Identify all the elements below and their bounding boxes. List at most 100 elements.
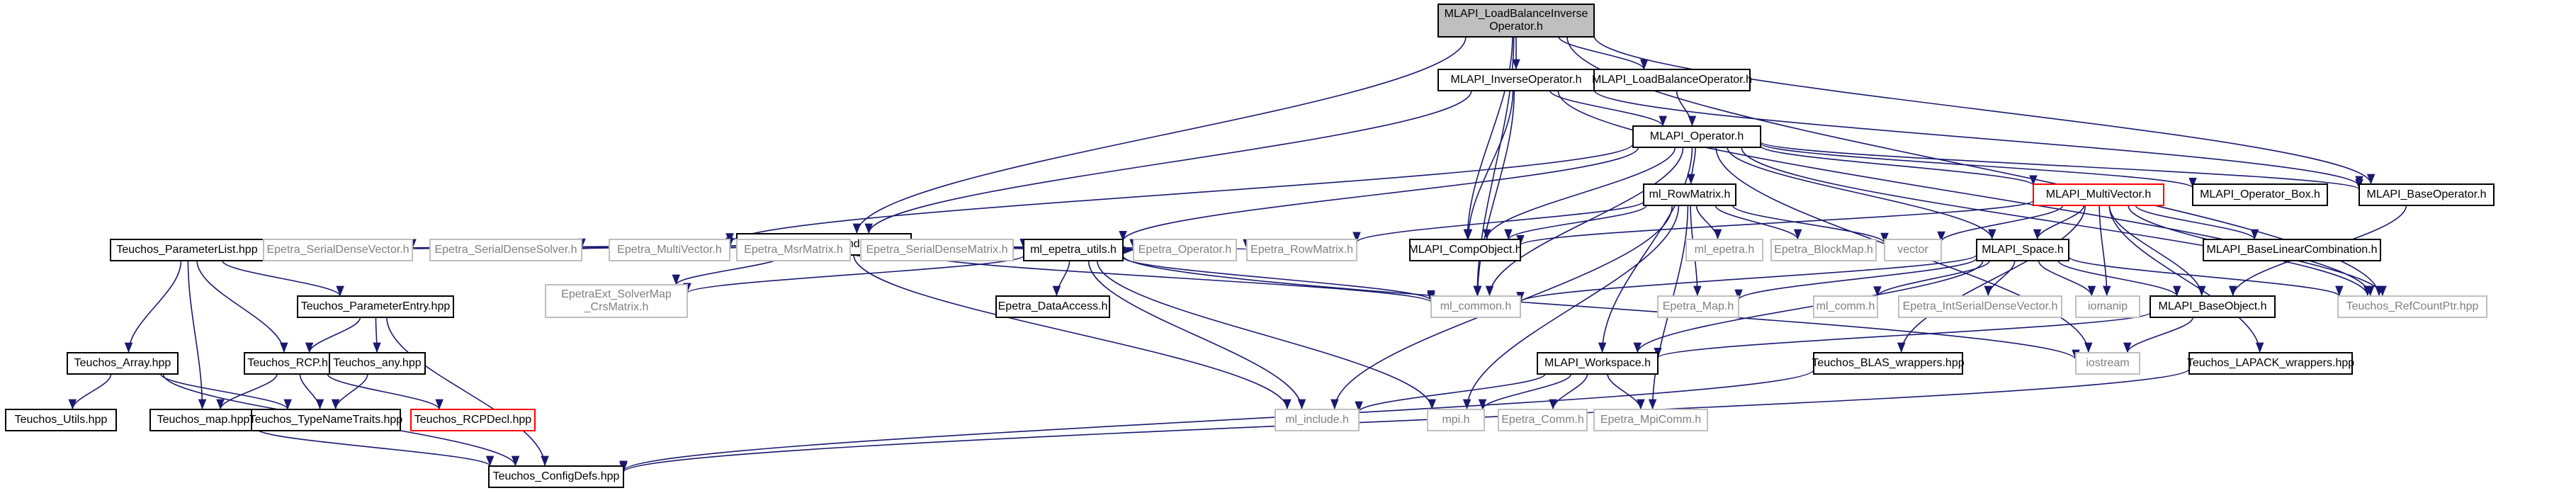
edge-tmap-to-tcfg	[256, 428, 495, 467]
node-ttnt[interactable]: Teuchos_TypeNameTraits.hpp	[249, 409, 403, 431]
node-eop: Epetra_Operator.h	[1133, 239, 1237, 261]
node-label: Teuchos_ParameterEntry.hpp	[301, 300, 451, 312]
node-space[interactable]: MLAPI_Space.h	[1976, 239, 2069, 261]
edge-inv-to-baseop	[1593, 89, 2363, 187]
node-label: Teuchos_RCP.hpp	[247, 357, 340, 369]
node-meu[interactable]: ml_epetra_utils.h	[1023, 239, 1124, 261]
edge-mv-to-space	[2033, 205, 2085, 240]
node-trcp[interactable]: Teuchos_RCP.hpp	[244, 352, 344, 375]
edge-root-to-lbo	[1558, 36, 1649, 70]
edge-ws-to-mlinc	[1355, 373, 1546, 412]
node-box	[251, 409, 401, 431]
edge-rowm-to-ebm	[1714, 205, 1802, 240]
node-box	[329, 352, 426, 375]
edge-mlp-to-mlinc	[853, 254, 1292, 410]
node-comp[interactable]: MLAPI_CompObject.h	[1408, 239, 1522, 261]
node-tarr[interactable]: Teuchos_Array.hpp	[67, 352, 179, 375]
node-mlc: ml_common.h	[1430, 295, 1521, 318]
node-tutils[interactable]: Teuchos_Utils.hpp	[5, 409, 117, 431]
node-box	[1593, 409, 1708, 431]
edge-inv-to-mlp	[864, 90, 1472, 234]
node-label: MLAPI_CompObject.h	[1408, 244, 1521, 256]
node-trcpd[interactable]: Teuchos_RCPDecl.hpp	[410, 409, 536, 431]
node-box	[67, 352, 179, 375]
node-erm: Epetra_RowMatrix.h	[1246, 239, 1357, 261]
node-label: Teuchos_RefCountPtr.hpp	[2346, 300, 2479, 312]
edge-meu-to-eda	[1052, 260, 1070, 297]
edge-op-to-ws	[1598, 147, 1693, 353]
node-box	[2192, 183, 2328, 206]
edge-space-to-mlcomm	[1873, 260, 1990, 297]
node-op[interactable]: MLAPI_Operator.h	[1632, 125, 1761, 148]
edge-trcp-to-trcpd	[327, 373, 444, 410]
node-ws[interactable]: MLAPI_Workspace.h	[1537, 352, 1659, 375]
node-eesm: EpetraExt_SolverMap_CrsMatrix.h	[545, 284, 688, 318]
node-tpe[interactable]: Teuchos_ParameterEntry.hpp	[297, 295, 454, 318]
node-label: vector	[1897, 244, 1928, 256]
node-tlapack[interactable]: Teuchos_LAPACK_wrappers.hpp	[2187, 352, 2354, 375]
node-opbox[interactable]: MLAPI_Operator_Box.h	[2192, 183, 2328, 206]
node-tmap[interactable]: Teuchos_map.hpp	[149, 409, 257, 431]
node-box	[410, 409, 536, 431]
node-box	[1593, 69, 1751, 91]
node-box	[1813, 352, 1963, 375]
node-label: MLAPI_Space.h	[1982, 244, 2064, 256]
node-eisdv: Epetra_IntSerialDenseVector.h	[1898, 295, 2062, 318]
edge-meu-to-mlinc	[1088, 260, 1306, 410]
node-label: Teuchos_TypeNameTraits.hpp	[249, 414, 403, 426]
node-label: MLAPI_Workspace.h	[1544, 357, 1651, 369]
edge-op-to-space	[1727, 147, 1996, 240]
node-label: MLAPI_InverseOperator.h	[1451, 74, 1582, 86]
node-label: EpetraExt_SolverMap	[561, 288, 672, 300]
edge-rowm-to-vec	[1732, 205, 1889, 244]
node-mv[interactable]: MLAPI_MultiVector.h	[2033, 183, 2164, 206]
node-box	[2358, 183, 2495, 206]
node-label: Epetra_Comm.h	[1501, 414, 1584, 426]
edge-tpl-to-tarr	[124, 260, 182, 353]
edge-mv-to-blc	[2135, 205, 2259, 240]
node-label: ml_include.h	[1285, 414, 1349, 426]
node-label: Operator.h	[1489, 21, 1543, 33]
node-box	[1813, 295, 1878, 318]
edge-trcp-to-tmap	[216, 373, 278, 410]
node-lbo[interactable]: MLAPI_LoadBalanceOperator.h	[1592, 69, 1752, 91]
edge-space-to-bobj	[2057, 260, 2181, 297]
node-blc[interactable]: MLAPI_BaseLinearCombination.h	[2203, 239, 2381, 261]
edge-space-to-ws	[1633, 260, 1984, 353]
node-mlep: ml_epetra.h	[1685, 239, 1763, 261]
node-tcfg[interactable]: Teuchos_ConfigDefs.hpp	[488, 465, 624, 488]
node-bobj[interactable]: MLAPI_BaseObject.h	[2150, 295, 2276, 318]
node-label: Epetra_MultiVector.h	[617, 244, 722, 256]
node-baseop[interactable]: MLAPI_BaseOperator.h	[2358, 183, 2495, 206]
edge-inv-to-comp	[1464, 90, 1514, 240]
node-box	[1409, 239, 1521, 261]
node-label: Teuchos_ParameterList.hpp	[116, 244, 257, 256]
node-eda[interactable]: Epetra_DataAccess.h	[995, 295, 1110, 318]
edge-inv-to-trcp_ptr	[1557, 90, 2375, 297]
node-label: MLAPI_Operator.h	[1650, 130, 1744, 142]
node-box	[5, 409, 117, 431]
node-rowm[interactable]: ml_RowMatrix.h	[1643, 183, 1736, 206]
node-tany[interactable]: Teuchos_any.hpp	[329, 352, 426, 375]
node-ebm: Epetra_BlockMap.h	[1770, 239, 1877, 261]
node-mlinc: ml_include.h	[1275, 409, 1360, 431]
node-label: ml_RowMatrix.h	[1649, 188, 1731, 200]
node-label: MLAPI_BaseObject.h	[2159, 300, 2267, 312]
node-box	[149, 409, 257, 431]
node-inv[interactable]: MLAPI_InverseOperator.h	[1437, 69, 1595, 91]
node-box	[429, 239, 582, 261]
node-tblas[interactable]: Teuchos_BLAS_wrappers.hpp	[1812, 352, 1965, 375]
node-box	[545, 284, 688, 318]
file-nodes: MLAPI_LoadBalanceInverseOperator.hMLAPI_…	[5, 4, 2495, 488]
node-label: Epetra_DataAccess.h	[998, 300, 1108, 312]
edge-bobj-to-iostream	[2123, 317, 2194, 353]
node-box	[1133, 239, 1237, 261]
node-emv: Epetra_MultiVector.h	[609, 239, 730, 261]
edge-mv-to-bobj	[2108, 205, 2206, 297]
node-tpl[interactable]: Teuchos_ParameterList.hpp	[110, 239, 264, 261]
edge-inv-to-mlc	[1473, 90, 1515, 297]
node-box	[2188, 352, 2353, 375]
node-mpi: mpi.h	[1427, 409, 1485, 431]
node-box	[2203, 239, 2381, 261]
